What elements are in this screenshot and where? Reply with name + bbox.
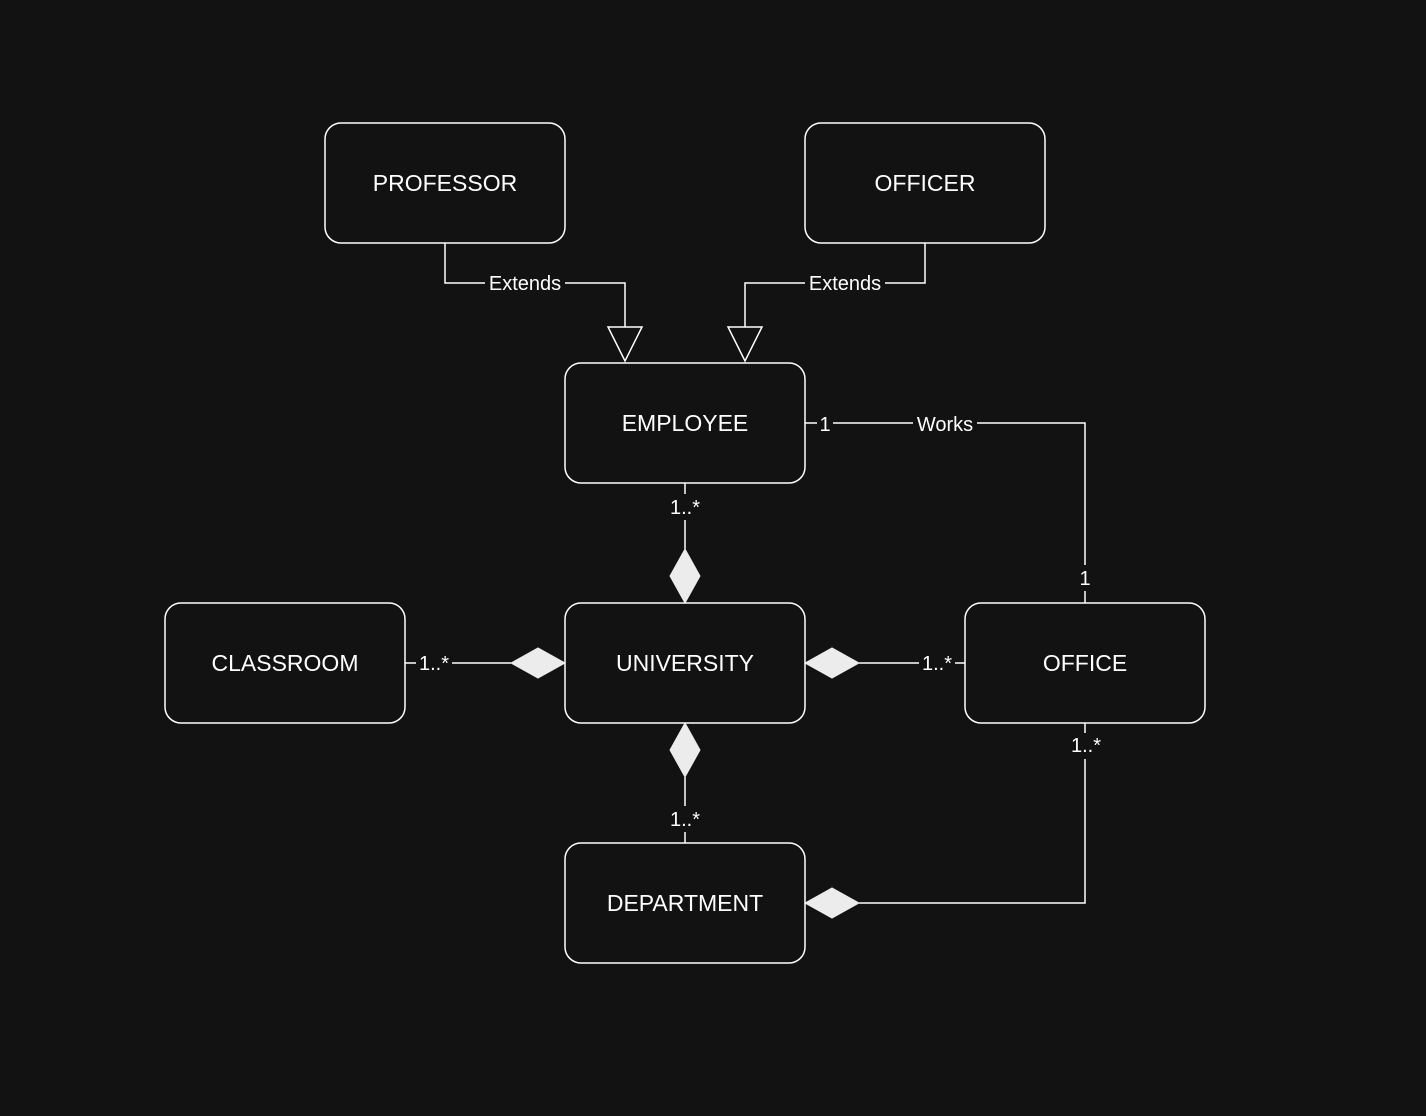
multiplicity-classroom-university: 1..*	[416, 650, 452, 676]
edge-office-department-composition[interactable]	[803, 723, 1086, 919]
composition-diamond	[803, 647, 861, 679]
generalization-arrowhead	[726, 326, 764, 363]
multiplicity-text: 1	[819, 414, 830, 436]
class-university-label: UNIVERSITY	[616, 650, 754, 676]
extends-label-text: Extends	[489, 273, 561, 295]
multiplicity-text: 1	[1079, 568, 1090, 590]
class-office-label: OFFICE	[1043, 650, 1127, 676]
edge-officer-extends-employee[interactable]	[726, 243, 926, 363]
multiplicity-department-university: 1..*	[668, 806, 702, 832]
class-employee-label: EMPLOYEE	[622, 410, 749, 436]
class-employee[interactable]: EMPLOYEE	[564, 362, 806, 484]
class-classroom[interactable]: CLASSROOM	[164, 602, 406, 724]
class-department-label: DEPARTMENT	[607, 890, 763, 916]
class-officer[interactable]: OFFICER	[804, 122, 1046, 244]
class-university[interactable]: UNIVERSITY	[564, 602, 806, 724]
class-classroom-label: CLASSROOM	[212, 650, 359, 676]
edge-professor-extends-employee[interactable]	[444, 243, 644, 363]
composition-diamond	[669, 721, 701, 779]
works-label-text: Works	[917, 414, 973, 436]
composition-diamond	[669, 547, 701, 605]
multiplicity-works-office: 1	[1077, 565, 1093, 591]
multiplicity-text: 1..*	[670, 809, 700, 831]
class-department[interactable]: DEPARTMENT	[564, 842, 806, 964]
multiplicity-text: 1..*	[419, 653, 449, 675]
class-officer-label: OFFICER	[875, 170, 976, 196]
extends-label-professor: Extends	[485, 270, 565, 296]
extends-label-text: Extends	[809, 273, 881, 295]
class-office[interactable]: OFFICE	[964, 602, 1206, 724]
edge-employee-works-office[interactable]	[805, 422, 1086, 603]
multiplicity-employee-university: 1..*	[668, 494, 702, 520]
class-professor-label: PROFESSOR	[373, 170, 517, 196]
multiplicity-office-university: 1..*	[919, 650, 955, 676]
multiplicity-office-department: 1..*	[1068, 733, 1104, 759]
multiplicity-text: 1..*	[670, 497, 700, 519]
class-professor[interactable]: PROFESSOR	[324, 122, 566, 244]
composition-diamond	[803, 887, 861, 919]
composition-diamond	[509, 647, 567, 679]
multiplicity-text: 1..*	[1071, 735, 1101, 757]
multiplicity-text: 1..*	[922, 653, 952, 675]
generalization-arrowhead	[606, 326, 644, 363]
extends-label-officer: Extends	[805, 270, 885, 296]
works-label: Works	[913, 410, 977, 436]
multiplicity-works-employee: 1	[817, 410, 833, 436]
